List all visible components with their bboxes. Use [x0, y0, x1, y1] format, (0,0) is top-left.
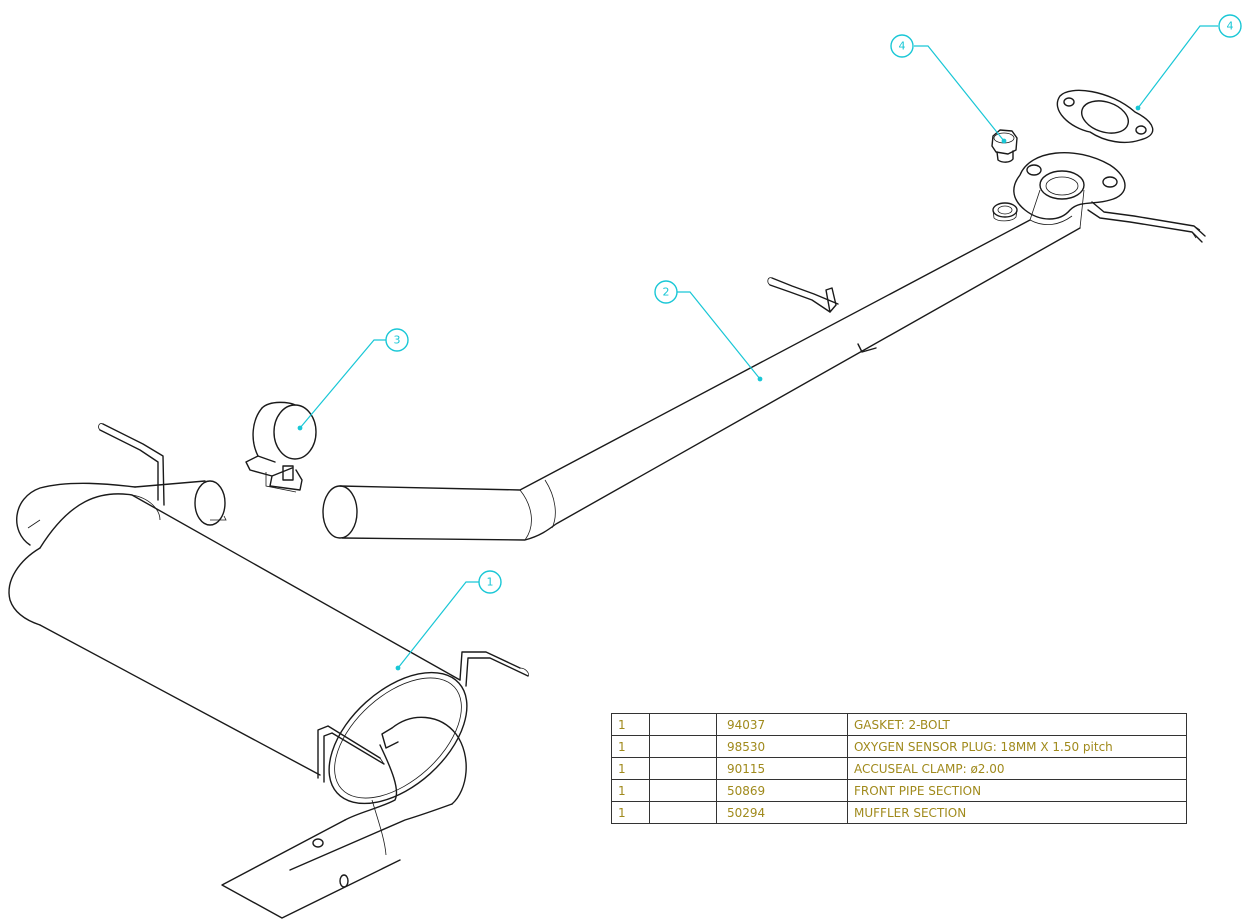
qty-cell: 1: [611, 757, 650, 780]
table-row: 1 94037 GASKET: 2-BOLT: [611, 713, 1187, 736]
table-row: 1 98530 OXYGEN SENSOR PLUG: 18MM X 1.50 …: [611, 735, 1187, 758]
parts-list-table: 1 94037 GASKET: 2-BOLT 1 98530 OXYGEN SE…: [611, 713, 1187, 824]
oxygen-sensor-plug: [991, 129, 1018, 163]
front-pipe-section: [322, 152, 1206, 541]
balloon-1: 1: [395, 570, 502, 671]
balloon-3-label: 3: [394, 334, 401, 347]
qty-cell: 1: [611, 801, 650, 824]
qty-cell: 1: [611, 779, 650, 802]
balloon-2-label: 2: [663, 286, 670, 299]
blank-cell: [649, 801, 717, 824]
muffler-section: [8, 423, 529, 919]
balloon-4-gasket-label: 4: [1227, 20, 1234, 33]
balloon-2: 2: [654, 280, 763, 382]
table-row: 1 90115 ACCUSEAL CLAMP: ø2.00: [611, 757, 1187, 780]
table-row: 1 50869 FRONT PIPE SECTION: [611, 779, 1187, 802]
blank-cell: [649, 757, 717, 780]
blank-cell: [649, 713, 717, 736]
description-cell: ACCUSEAL CLAMP: ø2.00: [847, 757, 1187, 780]
gasket-2-bolt: [1056, 89, 1154, 144]
part-number-cell: 50294: [716, 801, 848, 824]
part-number-cell: 50869: [716, 779, 848, 802]
description-cell: FRONT PIPE SECTION: [847, 779, 1187, 802]
qty-cell: 1: [611, 735, 650, 758]
part-number-cell: 90115: [716, 757, 848, 780]
accuseal-clamp: [245, 401, 317, 493]
part-number-cell: 98530: [716, 735, 848, 758]
blank-cell: [649, 735, 717, 758]
balloon-1-label: 1: [487, 576, 494, 589]
balloon-4-plug-label: 4: [899, 40, 906, 53]
description-cell: OXYGEN SENSOR PLUG: 18MM X 1.50 pitch: [847, 735, 1187, 758]
balloon-4-plug: 4: [890, 34, 1007, 144]
description-cell: MUFFLER SECTION: [847, 801, 1187, 824]
part-number-cell: 94037: [716, 713, 848, 736]
balloon-4-gasket: 4: [1135, 14, 1242, 111]
blank-cell: [649, 779, 717, 802]
qty-cell: 1: [611, 713, 650, 736]
table-row: 1 50294 MUFFLER SECTION: [611, 801, 1187, 824]
description-cell: GASKET: 2-BOLT: [847, 713, 1187, 736]
balloon-3: 3: [297, 328, 409, 431]
